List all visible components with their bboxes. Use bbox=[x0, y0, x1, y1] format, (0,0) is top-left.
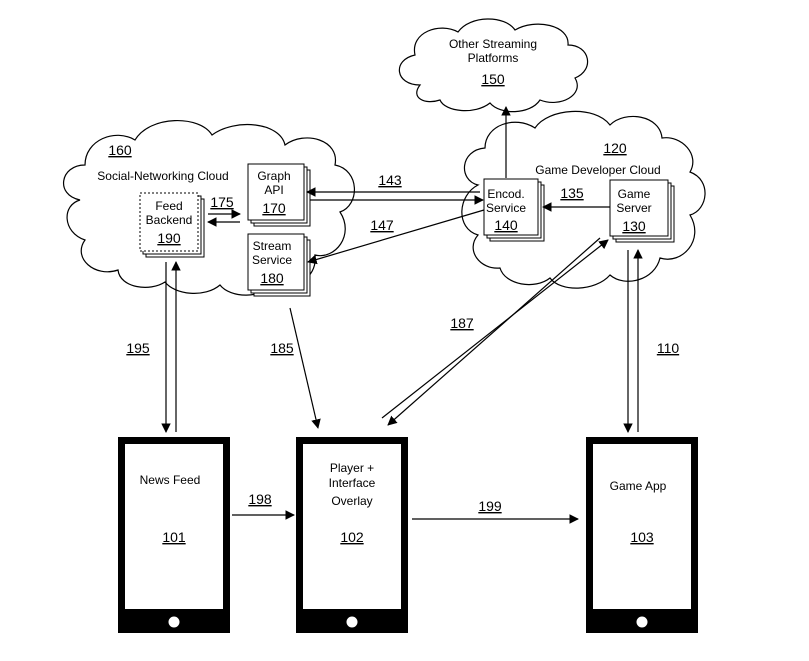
game-server-line2: Server bbox=[616, 201, 651, 215]
player-label-3: Overlay bbox=[331, 494, 372, 508]
link-143-label: 143 bbox=[378, 172, 402, 188]
home-button-icon bbox=[167, 615, 181, 629]
social-cloud-label: Social-Networking Cloud bbox=[97, 169, 228, 183]
game-dev-cloud-label: Game Developer Cloud bbox=[535, 163, 660, 177]
graph-api-box: Graph API 170 bbox=[247, 163, 311, 227]
game-dev-cloud-ref: 120 bbox=[603, 140, 627, 156]
encod-service-box: Encod. Service 140 bbox=[483, 178, 545, 242]
news-feed-ref: 101 bbox=[162, 529, 186, 545]
graph-api-line1: Graph bbox=[257, 169, 290, 183]
device-news-feed: News Feed 101 bbox=[118, 437, 230, 633]
graph-api-line2: API bbox=[264, 183, 283, 197]
link-198-label: 198 bbox=[248, 491, 272, 507]
player-label-1: Player + bbox=[330, 461, 374, 475]
game-server-ref: 130 bbox=[622, 218, 646, 234]
social-networking-cloud: 160 Social-Networking Cloud bbox=[62, 119, 355, 296]
encod-service-line2: Service bbox=[486, 201, 526, 215]
stream-service-box: Stream Service 180 bbox=[247, 233, 311, 297]
link-199-label: 199 bbox=[478, 498, 502, 514]
arrow-185-to-player bbox=[289, 307, 321, 429]
link-175-label: 175 bbox=[210, 194, 234, 210]
home-button-icon bbox=[635, 615, 649, 629]
arrow-147-to-stream bbox=[307, 209, 485, 265]
device-player: Player + Interface Overlay 102 bbox=[296, 437, 408, 633]
game-server-line1: Game bbox=[618, 187, 651, 201]
link-185-label: 185 bbox=[270, 340, 294, 356]
game-app-label: Game App bbox=[610, 479, 667, 493]
link-110-label: 110 bbox=[657, 340, 680, 356]
player-label-2: Interface bbox=[329, 476, 376, 490]
other-streaming-ref: 150 bbox=[481, 71, 505, 87]
other-streaming-label-2: Platforms bbox=[468, 51, 519, 65]
stream-service-ref: 180 bbox=[260, 270, 284, 286]
arrow-187-to-player bbox=[387, 237, 601, 426]
encod-service-line1: Encod. bbox=[487, 187, 524, 201]
game-developer-cloud: 120 Game Developer Cloud bbox=[461, 110, 706, 289]
stream-service-line1: Stream bbox=[253, 239, 292, 253]
feed-backend-ref: 190 bbox=[157, 230, 181, 246]
feed-backend-box: Feed Backend 190 bbox=[139, 192, 205, 258]
feed-backend-line2: Backend bbox=[146, 213, 193, 227]
feed-backend-line1: Feed bbox=[155, 199, 182, 213]
link-187-label: 187 bbox=[450, 315, 474, 331]
game-app-ref: 103 bbox=[630, 529, 654, 545]
player-ref: 102 bbox=[340, 529, 364, 545]
social-cloud-ref: 160 bbox=[108, 142, 132, 158]
arrow-187-to-server bbox=[381, 239, 609, 419]
other-streaming-cloud: Other Streaming Platforms 150 bbox=[398, 18, 589, 113]
graph-api-ref: 170 bbox=[262, 200, 286, 216]
device-game-app: Game App 103 bbox=[586, 437, 698, 633]
link-195-label: 195 bbox=[126, 340, 150, 356]
encod-service-ref: 140 bbox=[494, 217, 518, 233]
other-streaming-label-1: Other Streaming bbox=[449, 37, 537, 51]
news-feed-label: News Feed bbox=[140, 473, 201, 487]
link-147-label: 147 bbox=[370, 217, 394, 233]
home-button-icon bbox=[345, 615, 359, 629]
stream-service-line2: Service bbox=[252, 253, 292, 267]
link-135-label: 135 bbox=[560, 185, 584, 201]
game-server-box: Game Server 130 bbox=[609, 179, 675, 243]
